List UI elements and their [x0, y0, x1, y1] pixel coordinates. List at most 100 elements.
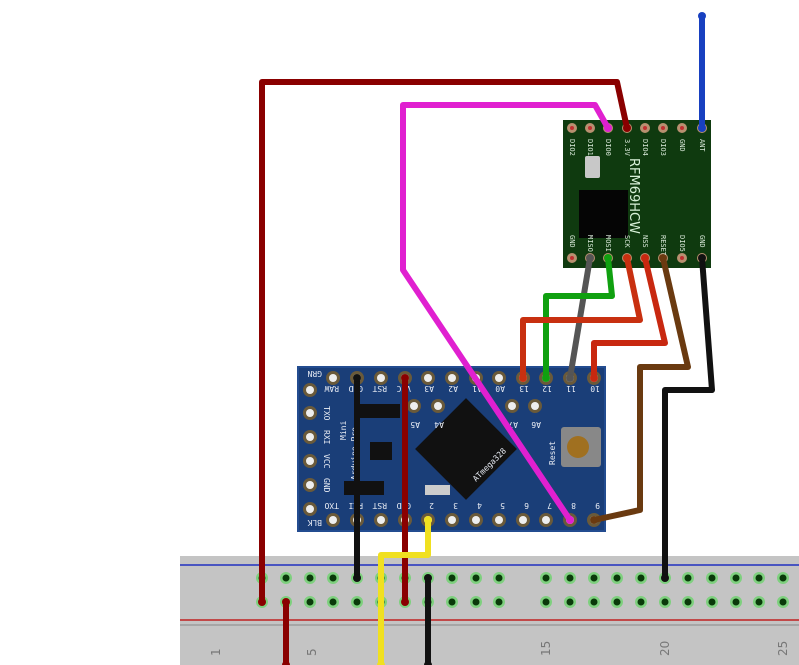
breadboard-hole-center	[590, 598, 598, 606]
breadboard-hole-center	[684, 574, 692, 582]
breadboard-hole-center	[684, 598, 692, 606]
wire-endpoint[interactable]	[401, 374, 409, 382]
wire-endpoint[interactable]	[659, 254, 667, 262]
wire-endpoint[interactable]	[623, 124, 631, 132]
breadboard-hole-center	[282, 574, 290, 582]
arduino-pin-label: TXO	[322, 406, 331, 421]
breadboard-hole-center	[637, 598, 645, 606]
antenna-wire[interactable]	[698, 12, 706, 132]
wire-endpoint[interactable]	[604, 124, 612, 132]
reset-label: Reset	[548, 441, 557, 465]
wire-endpoint[interactable]	[698, 12, 706, 20]
module-name: RFM69HCW	[626, 158, 641, 234]
arduino-ground-wire[interactable]	[353, 374, 361, 582]
reset-wire[interactable]	[590, 254, 691, 524]
arduino-pin-label: A0	[495, 384, 505, 393]
wire-endpoint[interactable]	[661, 574, 669, 582]
wire-endpoint[interactable]	[282, 661, 290, 665]
wire-endpoint[interactable]	[353, 574, 361, 582]
dio0-wire[interactable]	[400, 102, 612, 524]
wire-endpoint[interactable]	[698, 254, 706, 262]
column-number: 20	[658, 641, 672, 656]
wire-endpoint[interactable]	[641, 254, 649, 262]
arduino-pin-label: 5	[500, 501, 505, 510]
breadboard-hole-center	[637, 574, 645, 582]
rfm-pin-label: GND	[678, 139, 686, 152]
arduino-pin-label: A1	[472, 384, 482, 393]
wire-endpoint[interactable]	[519, 374, 527, 382]
rfm-pin-label: DIO5	[678, 235, 686, 252]
wire-endpoint[interactable]	[282, 598, 290, 606]
rfm-pin-label: SCK	[623, 235, 631, 248]
wire-endpoint[interactable]	[623, 254, 631, 262]
ground-wire-out[interactable]	[424, 574, 432, 665]
breadboard-hole-center	[708, 598, 716, 606]
power-wire-out[interactable]	[282, 598, 290, 665]
wire-endpoint[interactable]	[590, 516, 598, 524]
breadboard-hole-center	[590, 574, 598, 582]
wire-endpoint[interactable]	[698, 124, 706, 132]
rfm-pin-label: MISO	[586, 235, 594, 252]
breadboard-hole-center	[779, 598, 787, 606]
breadboard-hole-center	[566, 598, 574, 606]
wire-endpoint[interactable]	[424, 661, 432, 665]
wire-endpoint[interactable]	[424, 574, 432, 582]
breadboard-hole-center	[306, 574, 314, 582]
rfm-pin-label: NSS	[641, 235, 649, 248]
wire-endpoint[interactable]	[566, 374, 574, 382]
wire-endpoint[interactable]	[566, 516, 574, 524]
wire-endpoint[interactable]	[401, 598, 409, 606]
rfm-pin-label: GND	[698, 235, 706, 248]
rfm-pin-label: DIO0	[604, 139, 612, 156]
breadboard-hole-center	[472, 574, 480, 582]
wire-endpoint[interactable]	[424, 516, 432, 524]
breadboard-hole-center	[495, 598, 503, 606]
wire-endpoint[interactable]	[377, 661, 385, 665]
sck-wire[interactable]	[519, 254, 643, 382]
reset-button-cap[interactable]	[567, 436, 589, 458]
rfm-pin-label: DIO1	[586, 139, 594, 156]
arduino-pin-label: 8	[571, 501, 576, 510]
breadboard-hole-center	[542, 574, 550, 582]
rfm-pin-label: DIO4	[641, 139, 649, 156]
breadboard-hole-center	[329, 598, 337, 606]
arduino-pin-label: VCC	[322, 454, 331, 469]
breadboard-hole-center	[329, 574, 337, 582]
rfm-pin-label: GND	[568, 235, 576, 248]
arduino-pin-label: 9	[595, 501, 600, 510]
arduino-pin-label: A4	[434, 420, 444, 429]
breadboard-hole-center	[661, 598, 669, 606]
board-title-2: Mini	[339, 421, 348, 440]
rfm-pin-label: ANT	[698, 139, 706, 152]
arduino-pin-label: 11	[566, 384, 576, 393]
column-number: 1	[209, 648, 223, 656]
wire-endpoint[interactable]	[590, 374, 598, 382]
arduino-pin-label: 2	[429, 501, 434, 510]
wire-endpoint[interactable]	[586, 254, 594, 262]
breadboard-hole-center	[542, 598, 550, 606]
breadboard-hole-center	[566, 574, 574, 582]
wire-endpoint[interactable]	[353, 374, 361, 382]
power-wire-3v3[interactable]	[258, 79, 631, 606]
signal-wire-pin2[interactable]	[377, 516, 432, 665]
arduino-pin-label: GRN	[307, 369, 322, 378]
arduino-vcc-wire[interactable]	[401, 374, 409, 606]
arduino-pin-label: 6	[524, 501, 529, 510]
mosi-wire[interactable]	[542, 254, 615, 382]
arduino-pro-mini[interactable]: ATmega328 Reset Arduino Pro Mini RAWTXOG…	[297, 366, 606, 532]
nss-wire[interactable]	[590, 254, 668, 382]
arduino-pin-label: RXI	[322, 430, 331, 445]
arduino-pin-label: A7	[508, 420, 518, 429]
rfm69hcw-module[interactable]: RFM69HCW DIO2GNDDIO1MISODIO0MOSI3.3VSCKD…	[563, 120, 711, 268]
rfm-ground-wire[interactable]	[661, 254, 715, 582]
radio-chip	[579, 190, 628, 238]
breadboard-hole-center	[306, 598, 314, 606]
wire-endpoint[interactable]	[258, 598, 266, 606]
wire-endpoint[interactable]	[604, 254, 612, 262]
breadboard-hole-center	[448, 598, 456, 606]
breadboard-hole-center	[613, 574, 621, 582]
column-number: 15	[539, 641, 553, 656]
wire-endpoint[interactable]	[542, 374, 550, 382]
